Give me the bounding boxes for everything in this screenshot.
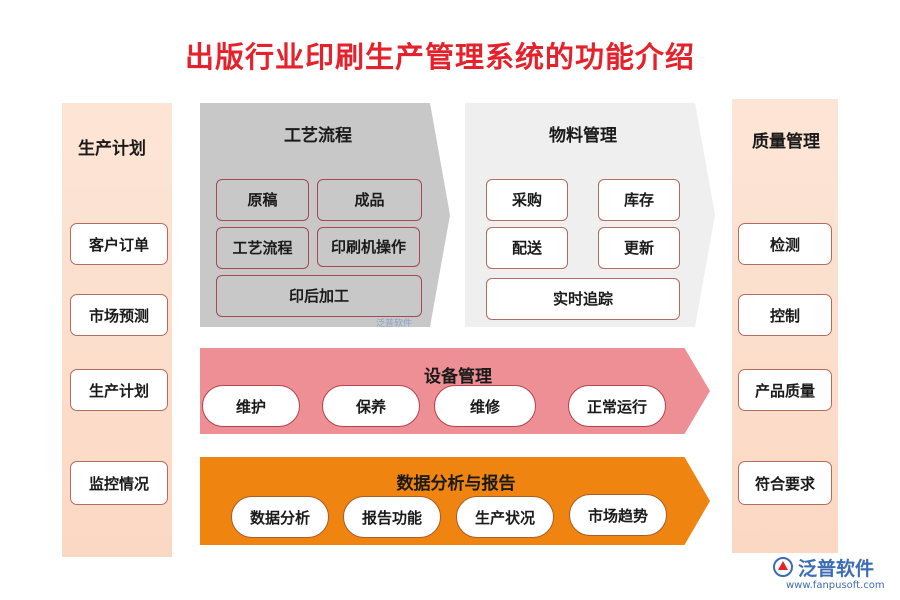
process-flow-title: 工艺流程: [284, 126, 352, 146]
material-management-title: 物料管理: [549, 126, 617, 146]
market-trend-pill: 市场趋势: [569, 494, 667, 536]
data-analysis-title: 数据分析与报告: [396, 474, 516, 494]
realtime-tracking-box: 实时追踪: [486, 278, 680, 320]
update-box: 更新: [598, 227, 680, 269]
production-plan-box: 生产计划: [70, 369, 168, 411]
report-function-pill: 报告功能: [343, 496, 441, 538]
customer-order-box: 客户订单: [70, 223, 168, 265]
distribution-box: 配送: [486, 227, 568, 269]
procurement-box: 采购: [486, 179, 568, 221]
product-quality-box: 产品质量: [738, 369, 832, 411]
production-plan-heading: 生产计划: [78, 139, 146, 159]
fanpu-logo-icon: [772, 556, 794, 578]
control-box: 控制: [738, 294, 832, 336]
brand-name: 泛普软件: [798, 558, 875, 580]
process-flow-panel: [200, 103, 450, 327]
inventory-box: 库存: [598, 179, 680, 221]
page-title: 出版行业印刷生产管理系统的功能介绍: [184, 40, 695, 74]
market-forecast-box: 市场预测: [70, 294, 168, 336]
maintain-pill: 维护: [202, 385, 300, 427]
meets-requirements-box: 符合要求: [738, 461, 832, 505]
process-flow-box: 工艺流程: [216, 227, 309, 269]
post-press-box: 印后加工: [216, 275, 422, 317]
monitoring-box: 监控情况: [70, 461, 168, 505]
production-status-pill: 生产状况: [456, 496, 554, 538]
quality-management-heading: 质量管理: [752, 132, 820, 152]
normal-operation-pill: 正常运行: [568, 385, 666, 427]
panel-watermark: 泛普软件: [376, 319, 413, 329]
manuscript-box: 原稿: [216, 179, 309, 221]
brand-url: www.fanpusoft.com: [786, 580, 885, 591]
inspection-box: 检测: [738, 223, 832, 265]
finished-product-box: 成品: [317, 179, 422, 221]
press-operation-box: 印刷机操作: [317, 227, 420, 267]
equipment-management-title: 设备管理: [424, 367, 492, 387]
upkeep-pill: 保养: [322, 385, 420, 427]
data-analysis-pill: 数据分析: [231, 496, 329, 538]
repair-pill: 维修: [434, 385, 536, 427]
